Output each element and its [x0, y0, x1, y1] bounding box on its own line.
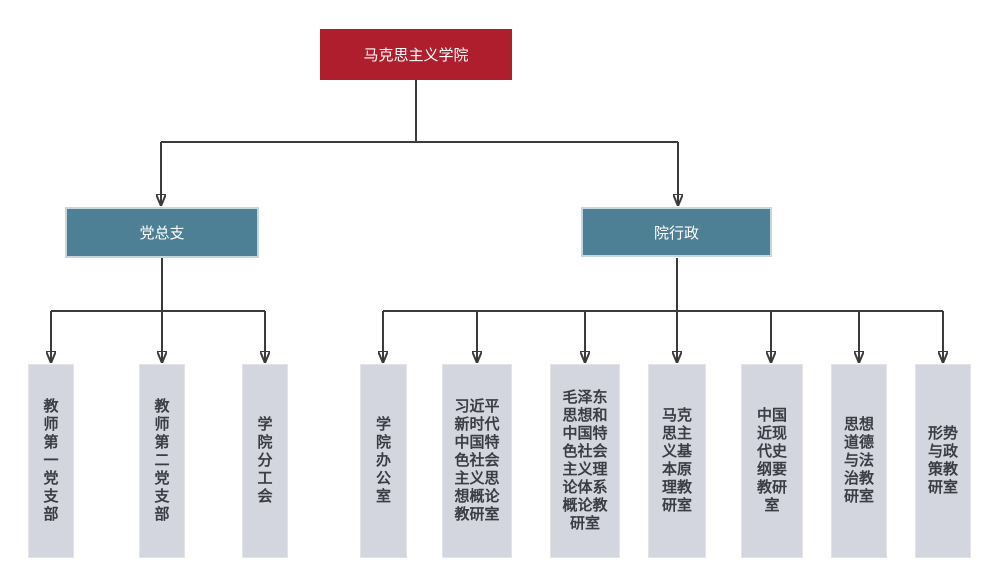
org-node-root: 马克思主义学院 — [320, 29, 512, 80]
org-node-root-label: 马克思主义学院 — [363, 47, 469, 64]
org-node-party-branch: 党总支 — [65, 207, 259, 258]
org-node-leaf-label: 教 师 第 一 党 支 部 — [43, 398, 59, 523]
org-node-leaf: 中国 近现 代史 纲要 教研 室 — [741, 364, 803, 558]
org-node-leaf-label: 学 院 分 工 会 — [257, 416, 273, 505]
org-node-party-branch-label: 党总支 — [139, 225, 185, 242]
org-node-leaf: 教 师 第 二 党 支 部 — [139, 364, 185, 558]
org-node-leaf-label: 马克 思主 义基 本原 理教 研室 — [661, 407, 692, 514]
org-node-leaf: 形势 与政 策教 研室 — [915, 364, 971, 558]
org-node-leaf: 学 院 办 公 室 — [360, 364, 407, 558]
org-node-leaf: 教 师 第 一 党 支 部 — [28, 364, 74, 558]
org-node-leaf-label: 习近平 新时代 中国特 色社会 主义思 想概论 教研室 — [454, 398, 500, 523]
org-node-leaf-label: 中国 近现 代史 纲要 教研 室 — [756, 407, 787, 514]
org-node-admin-branch-label: 院行政 — [653, 224, 699, 242]
org-node-leaf-label: 学 院 办 公 室 — [375, 416, 391, 505]
org-node-leaf: 思想 道德 与法 治教 研室 — [831, 364, 887, 558]
org-node-leaf-label: 毛泽东 思想和 中国特 色社会 主义理 论体系 概论教 研室 — [562, 389, 608, 532]
org-node-leaf: 学 院 分 工 会 — [242, 364, 288, 558]
org-node-admin-branch: 院行政 — [581, 207, 772, 257]
org-node-leaf: 马克 思主 义基 本原 理教 研室 — [648, 364, 706, 558]
org-node-leaf-label: 教 师 第 二 党 支 部 — [154, 398, 170, 523]
org-node-leaf-label: 形势 与政 策教 研室 — [927, 425, 958, 496]
org-node-leaf: 习近平 新时代 中国特 色社会 主义思 想概论 教研室 — [442, 364, 512, 558]
org-node-leaf: 毛泽东 思想和 中国特 色社会 主义理 论体系 概论教 研室 — [550, 364, 620, 558]
org-node-leaf-label: 思想 道德 与法 治教 研室 — [843, 416, 874, 505]
